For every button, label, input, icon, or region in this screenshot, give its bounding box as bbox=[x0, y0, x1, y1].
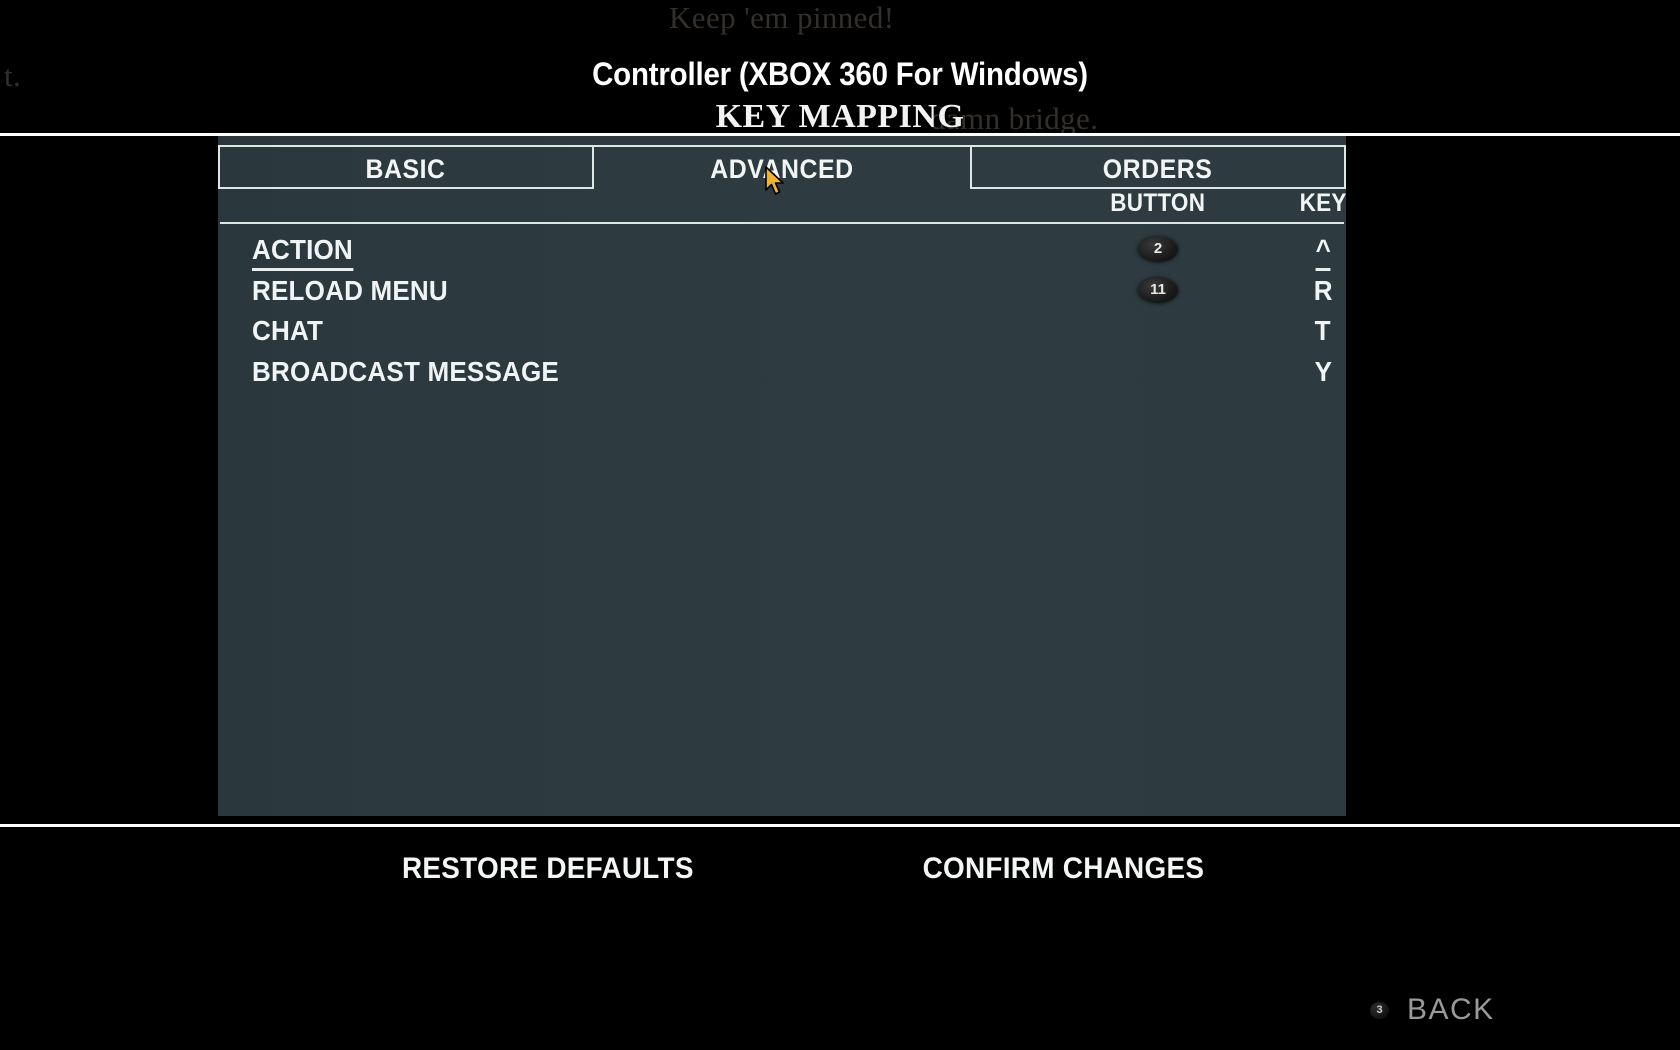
row-action-cell: CHAT bbox=[252, 315, 329, 347]
column-header-button: BUTTON bbox=[1048, 189, 1268, 218]
column-header-action: ACTION bbox=[252, 234, 361, 271]
background-story-line-top: Keep 'em pinned! bbox=[669, 0, 895, 35]
tab-advanced[interactable]: ADVANCED bbox=[594, 145, 970, 189]
column-header-button-label: BUTTON bbox=[1110, 189, 1206, 217]
row-button-cell[interactable]: 2 bbox=[1048, 237, 1268, 262]
controller-name-title: Controller (XBOX 360 For Windows) bbox=[592, 56, 1088, 92]
row-key-label: R bbox=[1313, 274, 1333, 306]
back-controller-button-badge: 3 bbox=[1370, 1001, 1389, 1019]
footer-action-bar: RESTORE DEFAULTS CONFIRM CHANGES bbox=[0, 852, 1680, 912]
column-header-divider bbox=[220, 222, 1344, 224]
restore-defaults-label: RESTORE DEFAULTS bbox=[401, 852, 694, 885]
row-action-cell: RELOAD MENU bbox=[252, 275, 463, 307]
top-divider bbox=[0, 133, 1680, 136]
row-action-cell: BROADCAST MESSAGE bbox=[252, 356, 582, 388]
column-header-action-label: ACTION bbox=[252, 234, 353, 271]
column-header-key-label: KEY bbox=[1299, 189, 1347, 217]
row-key-label: T bbox=[1315, 315, 1331, 346]
row-key-cell[interactable]: ^ bbox=[1258, 234, 1388, 271]
page-title: KEY MAPPING bbox=[715, 98, 965, 135]
row-action-label: RELOAD MENU bbox=[252, 274, 448, 306]
row-key-cell[interactable]: Y bbox=[1258, 356, 1388, 388]
tab-basic[interactable]: BASIC bbox=[218, 145, 594, 189]
key-mapping-list: ACTION 2 ^ RELOAD MENU 11 R CHAT bbox=[218, 234, 1346, 396]
tab-orders-label: ORDERS bbox=[1103, 154, 1213, 184]
row-button-cell[interactable]: 11 bbox=[1048, 277, 1268, 303]
table-row[interactable]: BROADCAST MESSAGE Y bbox=[218, 356, 1346, 397]
key-mapping-panel: BASIC ADVANCED ORDERS BUTTON KEY ACTION … bbox=[218, 136, 1346, 816]
controller-button-badge[interactable]: 2 bbox=[1138, 237, 1178, 262]
column-header-row: BUTTON KEY bbox=[218, 189, 1347, 223]
row-key-label: ^ bbox=[1315, 234, 1331, 271]
controller-button-badge[interactable]: 11 bbox=[1138, 277, 1178, 303]
column-header-key: KEY bbox=[1258, 189, 1388, 218]
tab-advanced-label: ADVANCED bbox=[710, 154, 854, 184]
tab-bar: BASIC ADVANCED ORDERS bbox=[218, 145, 1346, 189]
table-row[interactable]: RELOAD MENU 11 R bbox=[218, 275, 1346, 316]
tab-orders[interactable]: ORDERS bbox=[970, 145, 1346, 189]
confirm-changes-button[interactable]: CONFIRM CHANGES bbox=[912, 852, 1215, 886]
background-story-line-left: t. bbox=[4, 58, 22, 93]
table-row[interactable]: ACTION 2 ^ bbox=[218, 234, 1346, 275]
row-key-cell[interactable]: T bbox=[1258, 315, 1388, 347]
row-action-label: CHAT bbox=[252, 315, 324, 346]
tab-basic-label: BASIC bbox=[365, 154, 447, 184]
bottom-divider bbox=[0, 824, 1680, 827]
back-button-label: BACK bbox=[1407, 993, 1495, 1026]
table-row[interactable]: CHAT T bbox=[218, 315, 1346, 356]
row-action-label: BROADCAST MESSAGE bbox=[252, 355, 559, 387]
restore-defaults-button[interactable]: RESTORE DEFAULTS bbox=[391, 852, 705, 886]
confirm-changes-label: CONFIRM CHANGES bbox=[922, 852, 1205, 885]
row-key-label: Y bbox=[1314, 355, 1332, 387]
back-button[interactable]: 3 BACK bbox=[1370, 990, 1495, 1030]
row-key-cell[interactable]: R bbox=[1258, 275, 1388, 307]
